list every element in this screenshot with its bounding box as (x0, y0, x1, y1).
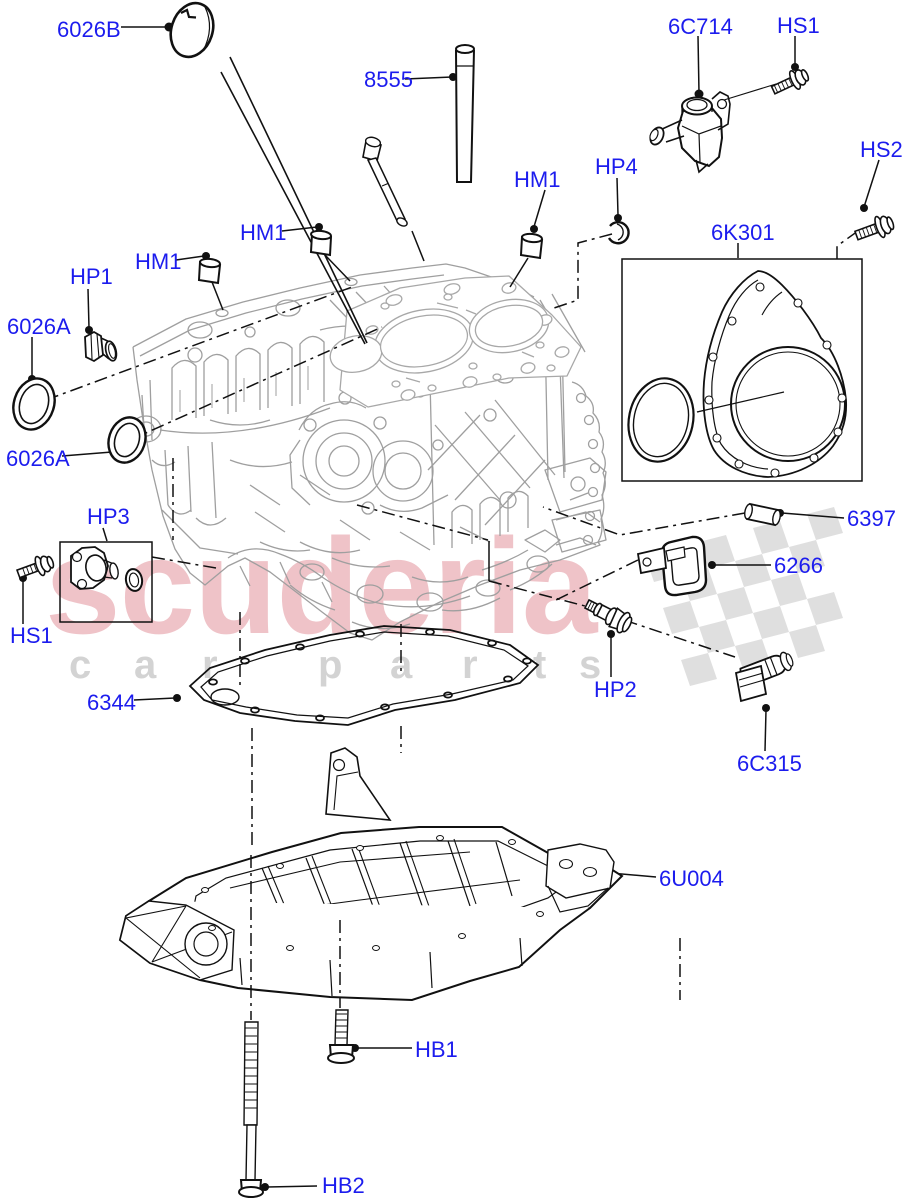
svg-text:6397: 6397 (847, 506, 896, 531)
svg-text:a: a (134, 643, 157, 687)
svg-text:HM1: HM1 (514, 167, 560, 192)
svg-text:HS2: HS2 (860, 137, 903, 162)
svg-text:HM1: HM1 (135, 249, 181, 274)
svg-text:HP2: HP2 (594, 677, 637, 702)
svg-text:6344: 6344 (87, 690, 136, 715)
svg-text:6026B: 6026B (57, 17, 121, 42)
svg-text:HB1: HB1 (415, 1037, 458, 1062)
svg-text:HS1: HS1 (777, 13, 820, 38)
svg-text:8555: 8555 (364, 67, 413, 92)
svg-text:6266: 6266 (774, 553, 823, 578)
svg-text:6U004: 6U004 (659, 866, 724, 891)
svg-text:c: c (69, 643, 91, 687)
svg-text:s: s (579, 643, 601, 687)
svg-text:HM1: HM1 (240, 220, 286, 245)
svg-text:r: r (462, 643, 478, 687)
svg-text:6K301: 6K301 (711, 220, 775, 245)
svg-text:6C315: 6C315 (737, 751, 802, 776)
svg-text:6C714: 6C714 (668, 14, 733, 39)
svg-text:HP3: HP3 (87, 504, 130, 529)
svg-text:a: a (390, 643, 413, 687)
svg-text:HB2: HB2 (322, 1173, 365, 1198)
svg-text:6026A: 6026A (7, 314, 71, 339)
svg-text:HP4: HP4 (595, 154, 638, 179)
svg-text:HS1: HS1 (10, 623, 53, 648)
svg-text:p: p (318, 643, 342, 687)
svg-text:6026A: 6026A (6, 446, 70, 471)
svg-text:t: t (533, 643, 546, 687)
svg-text:HP1: HP1 (70, 264, 113, 289)
